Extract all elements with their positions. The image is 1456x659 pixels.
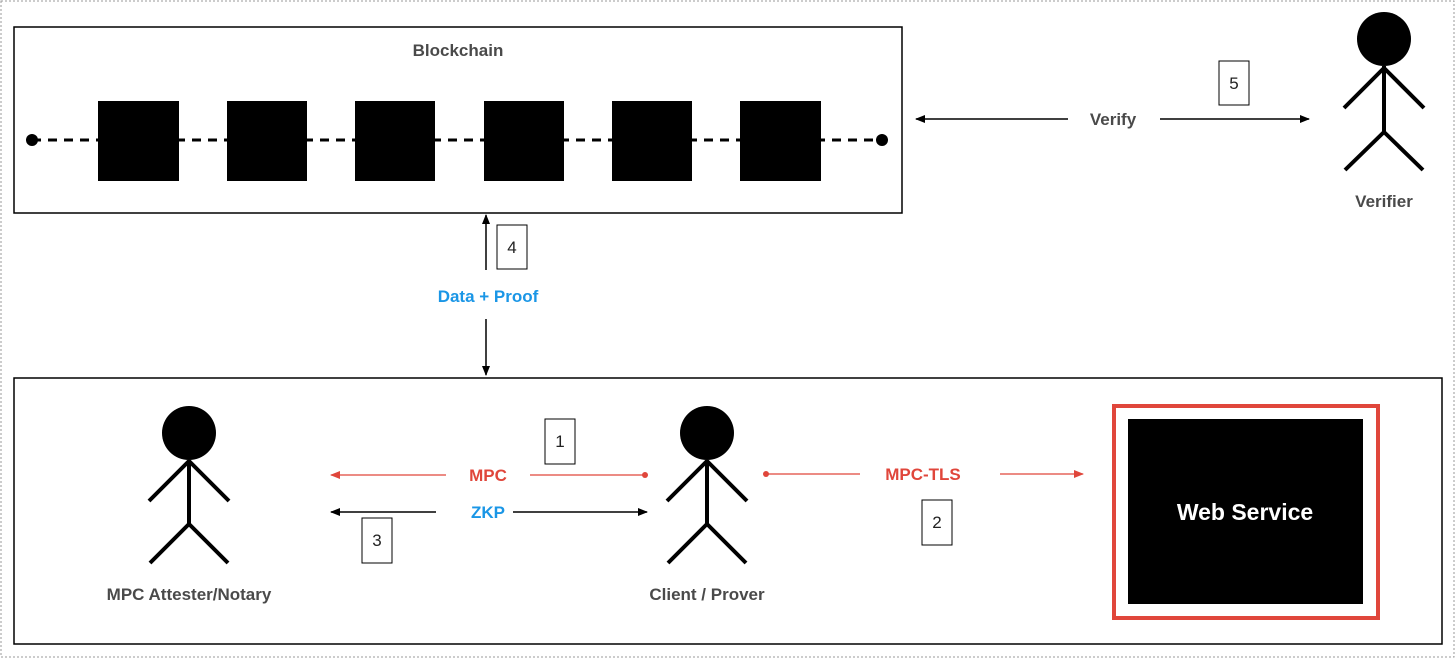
step-5-label: 5 [1229, 74, 1238, 93]
zkp-flow: ZKP 3 [330, 503, 648, 564]
client-label: Client / Prover [649, 585, 765, 604]
web-service-box [1128, 419, 1363, 604]
block-icon [355, 101, 435, 181]
step-2-box [921, 499, 953, 546]
block-icon [484, 101, 564, 181]
verifier-figure [1342, 12, 1426, 172]
submission-flow: 4 Data + Proof [438, 214, 539, 376]
web-service-label: Web Service [1177, 499, 1313, 525]
stick-figure-icon [680, 406, 734, 460]
verify-label: Verify [1090, 110, 1137, 129]
step-4-label: 4 [507, 238, 516, 257]
chain-end-dot [876, 134, 888, 146]
block-icon [740, 101, 821, 181]
step-2-label: 2 [932, 513, 941, 532]
block-icon [98, 101, 179, 181]
client-figure [665, 406, 749, 565]
verifier-label: Verifier [1355, 192, 1413, 211]
mpc-label: MPC [469, 466, 507, 485]
step-3-box [361, 517, 393, 564]
verify-flow: Verify 5 [915, 60, 1310, 129]
stick-figure-icon [1357, 12, 1411, 66]
mpc-tls-label: MPC-TLS [885, 465, 961, 484]
step-1-box [544, 418, 576, 465]
client-system-box [13, 377, 1443, 645]
mpc-tls-flow: MPC-TLS 2 [763, 465, 1084, 546]
mpc-flow: MPC 1 [330, 418, 648, 485]
blockchain-title: Blockchain [413, 41, 504, 60]
step-4-box [496, 224, 528, 270]
block-icon [612, 101, 692, 181]
mpc-tls-start-dot [763, 471, 769, 477]
step-3-label: 3 [372, 531, 381, 550]
blockchain-panel: Blockchain [13, 26, 903, 214]
block-icon [227, 101, 307, 181]
data-proof-label: Data + Proof [438, 287, 539, 306]
chain-start-dot [26, 134, 38, 146]
step-5-box [1218, 60, 1250, 106]
stick-figure-icon [162, 406, 216, 460]
step-1-label: 1 [555, 432, 564, 451]
web-service-node: Web Service [1112, 404, 1380, 620]
mpc-end-dot [642, 472, 648, 478]
zkp-label: ZKP [471, 503, 505, 522]
attester-figure [147, 406, 231, 565]
attester-label: MPC Attester/Notary [107, 585, 272, 604]
